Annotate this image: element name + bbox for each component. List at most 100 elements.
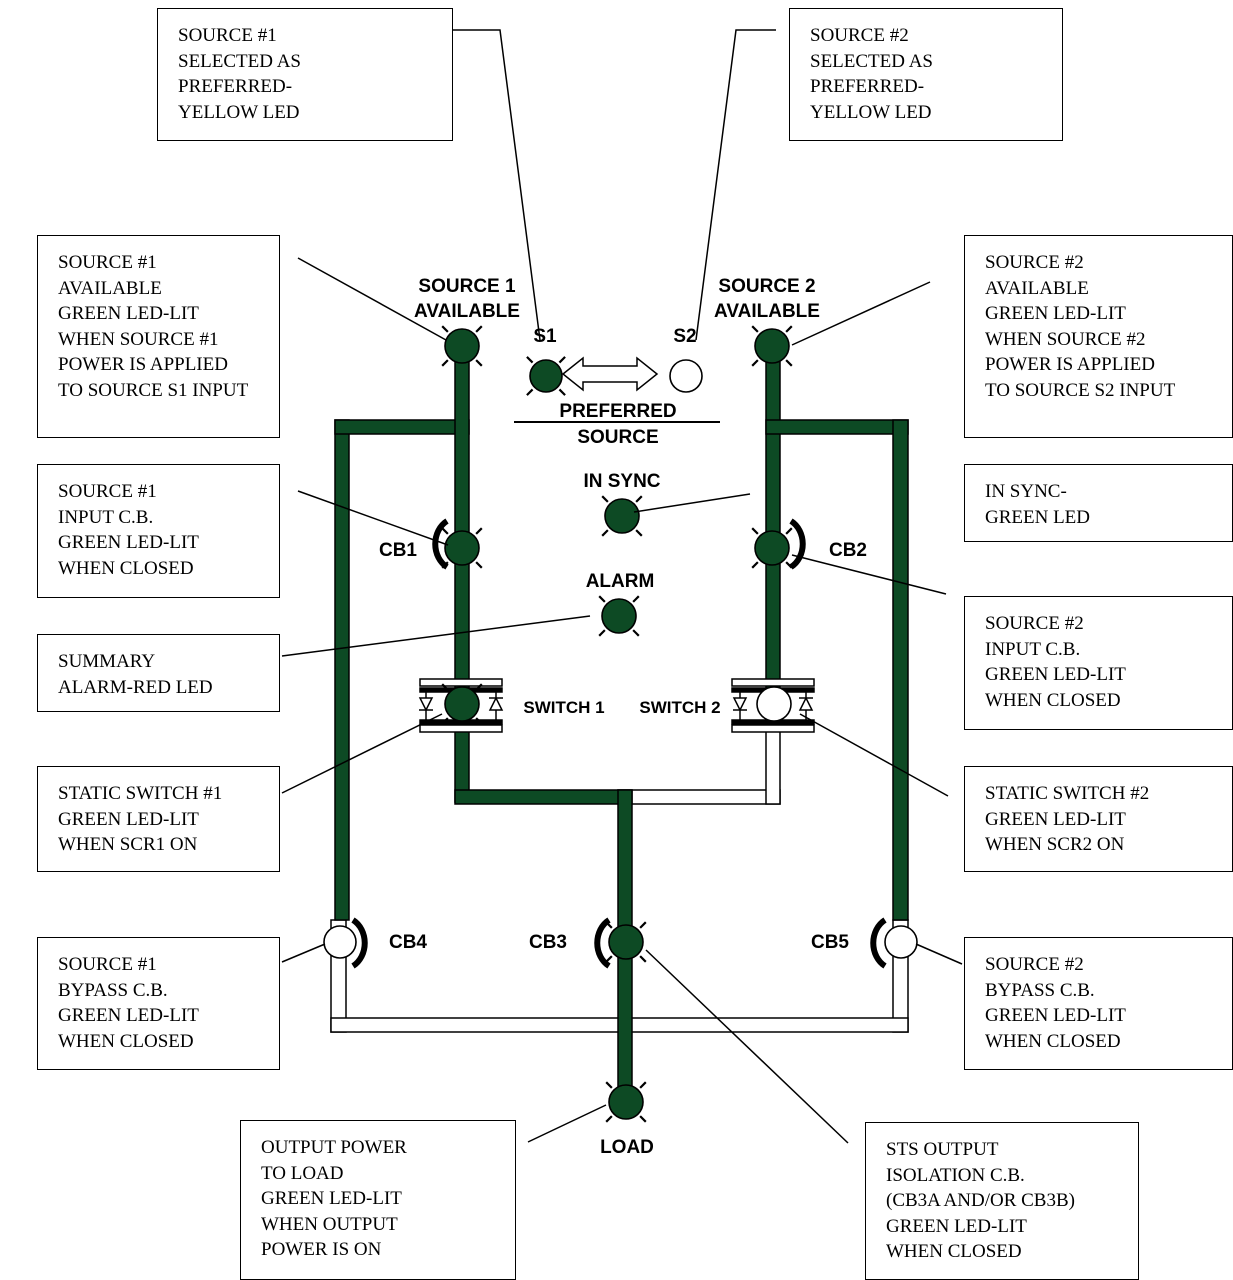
leader-in-sync bbox=[633, 493, 751, 513]
cb1-glow-rays bbox=[441, 527, 483, 569]
callout-line: SOURCE #1 bbox=[58, 252, 157, 273]
callout-alarm: SUMMARY ALARM-RED LED bbox=[37, 634, 280, 712]
bus-s2-input-vertical bbox=[765, 345, 781, 701]
callout-switch1: STATIC SWITCH #1 GREEN LED-LIT WHEN SCR1… bbox=[37, 766, 280, 872]
leader-s1-preferred bbox=[452, 29, 541, 341]
glow-ray bbox=[526, 356, 534, 364]
callout-switch2: STATIC SWITCH #2 GREEN LED-LIT WHEN SCR2… bbox=[964, 766, 1233, 872]
callout-line: WHEN CLOSED bbox=[886, 1241, 1022, 1262]
glow-ray bbox=[751, 527, 759, 535]
glow-ray bbox=[751, 359, 759, 367]
callout-line: AVAILABLE bbox=[985, 277, 1089, 299]
callout-cb3: STS OUTPUT ISOLATION C.B. (CB3A AND/OR C… bbox=[865, 1122, 1139, 1280]
glow-ray bbox=[441, 359, 449, 367]
bus-s2-top-horizontal bbox=[765, 419, 909, 435]
callout-line: TO SOURCE S1 INPUT bbox=[58, 379, 249, 401]
callout-in-sync: IN SYNC- GREEN LED bbox=[964, 464, 1233, 542]
callout-line: SOURCE #2 bbox=[810, 25, 909, 46]
callout-line: OUTPUT POWER bbox=[261, 1137, 407, 1158]
callout-line: GREEN LED-LIT bbox=[58, 303, 199, 324]
s2-label: S2 bbox=[673, 326, 696, 347]
leader-cb2 bbox=[791, 554, 947, 595]
glow-ray bbox=[526, 388, 534, 396]
callout-line: TO LOAD bbox=[261, 1162, 344, 1184]
callout-line: SOURCE #1 bbox=[58, 481, 157, 502]
leader-cb1 bbox=[297, 490, 449, 546]
cb1-arc bbox=[432, 518, 449, 570]
leader-source2-available bbox=[791, 281, 931, 346]
source2-available-glow-rays bbox=[751, 325, 793, 367]
glow-ray bbox=[441, 683, 449, 691]
callout-source1-available: SOURCE #1 AVAILABLE GREEN LED-LIT WHEN S… bbox=[37, 235, 280, 438]
glow-ray bbox=[639, 955, 647, 963]
callout-line: PREFERRED- bbox=[178, 76, 293, 97]
callout-line: SOURCE #1 bbox=[178, 25, 277, 46]
source2-available-label-line1: SOURCE 2 bbox=[718, 276, 815, 297]
cb2-arc bbox=[789, 518, 806, 570]
callout-line: GREEN LED-LIT bbox=[985, 303, 1126, 324]
callout-line: WHEN SCR1 ON bbox=[58, 834, 198, 855]
leader-switch2 bbox=[799, 713, 949, 797]
callout-line: POWER IS ON bbox=[261, 1239, 382, 1260]
callout-line: GREEN LED-LIT bbox=[261, 1188, 402, 1209]
source1-available-label-line1: SOURCE 1 bbox=[418, 276, 516, 297]
source1-available-label-line2: AVAILABLE bbox=[414, 301, 520, 322]
callout-line: GREEN LED-LIT bbox=[985, 664, 1126, 685]
callout-line: IN SYNC- bbox=[985, 481, 1067, 502]
callout-cb4: SOURCE #1 BYPASS C.B. GREEN LED-LIT WHEN… bbox=[37, 937, 280, 1070]
bus-s1-input-vertical bbox=[454, 345, 470, 803]
glow-ray bbox=[475, 683, 483, 691]
callout-line: WHEN CLOSED bbox=[58, 1030, 194, 1052]
callout-line: WHEN SOURCE #2 bbox=[985, 328, 1146, 350]
led-indicators bbox=[323, 325, 918, 1123]
callout-line: SOURCE #2 bbox=[985, 954, 1084, 975]
glow-ray bbox=[441, 527, 449, 535]
s2-led bbox=[669, 359, 703, 393]
callout-source2-available: SOURCE #2 AVAILABLE GREEN LED-LIT WHEN S… bbox=[964, 235, 1233, 438]
callout-line: GREEN LED-LIT bbox=[985, 808, 1126, 830]
cb1-led bbox=[444, 530, 480, 566]
callout-line: STS OUTPUT bbox=[886, 1139, 999, 1160]
callout-line: BYPASS C.B. bbox=[985, 979, 1095, 1001]
glow-ray bbox=[475, 359, 483, 367]
cb3-label: CB3 bbox=[529, 932, 567, 953]
preferred-source-label-line1: PREFERRED bbox=[559, 401, 676, 422]
switch1-label: SWITCH 1 bbox=[523, 698, 604, 717]
lit-bus bbox=[334, 345, 909, 1101]
callout-load: OUTPUT POWER TO LOAD GREEN LED-LIT WHEN … bbox=[240, 1120, 516, 1280]
glow-ray bbox=[605, 1115, 613, 1123]
source1-available-led bbox=[444, 328, 480, 364]
glow-ray bbox=[605, 921, 613, 929]
cb2-led bbox=[754, 530, 790, 566]
glow-ray bbox=[558, 388, 566, 396]
glow-ray bbox=[475, 561, 483, 569]
callout-line: AVAILABLE bbox=[58, 277, 162, 299]
switch2-led bbox=[756, 686, 792, 722]
callout-line: ALARM-RED LED bbox=[58, 676, 213, 698]
leader-cb4 bbox=[281, 943, 326, 963]
callout-cb5: SOURCE #2 BYPASS C.B. GREEN LED-LIT WHEN… bbox=[964, 937, 1233, 1070]
callout-line: BYPASS C.B. bbox=[58, 979, 168, 1001]
glow-ray bbox=[639, 1115, 647, 1123]
glow-ray bbox=[605, 955, 613, 963]
glow-ray bbox=[601, 495, 609, 503]
glow-ray bbox=[785, 527, 793, 535]
callout-line: YELLOW LED bbox=[178, 101, 300, 123]
load-led bbox=[608, 1084, 644, 1120]
bus-switch2-output-horizontal bbox=[617, 789, 781, 805]
leader-cb5 bbox=[915, 943, 963, 965]
glow-ray bbox=[639, 1081, 647, 1089]
cb3-led bbox=[608, 924, 644, 960]
callout-line: WHEN OUTPUT bbox=[261, 1213, 398, 1235]
glow-ray bbox=[751, 561, 759, 569]
callout-line: STATIC SWITCH #2 bbox=[985, 783, 1150, 804]
source2-available-label-line2: AVAILABLE bbox=[714, 301, 820, 322]
cb3-arc bbox=[594, 917, 611, 969]
callout-line: WHEN CLOSED bbox=[985, 689, 1121, 711]
glow-ray bbox=[785, 561, 793, 569]
leader-alarm bbox=[281, 615, 591, 657]
leader-source1-available bbox=[297, 257, 447, 341]
callout-line: INPUT C.B. bbox=[58, 506, 154, 528]
alarm-glow-rays bbox=[598, 595, 640, 637]
